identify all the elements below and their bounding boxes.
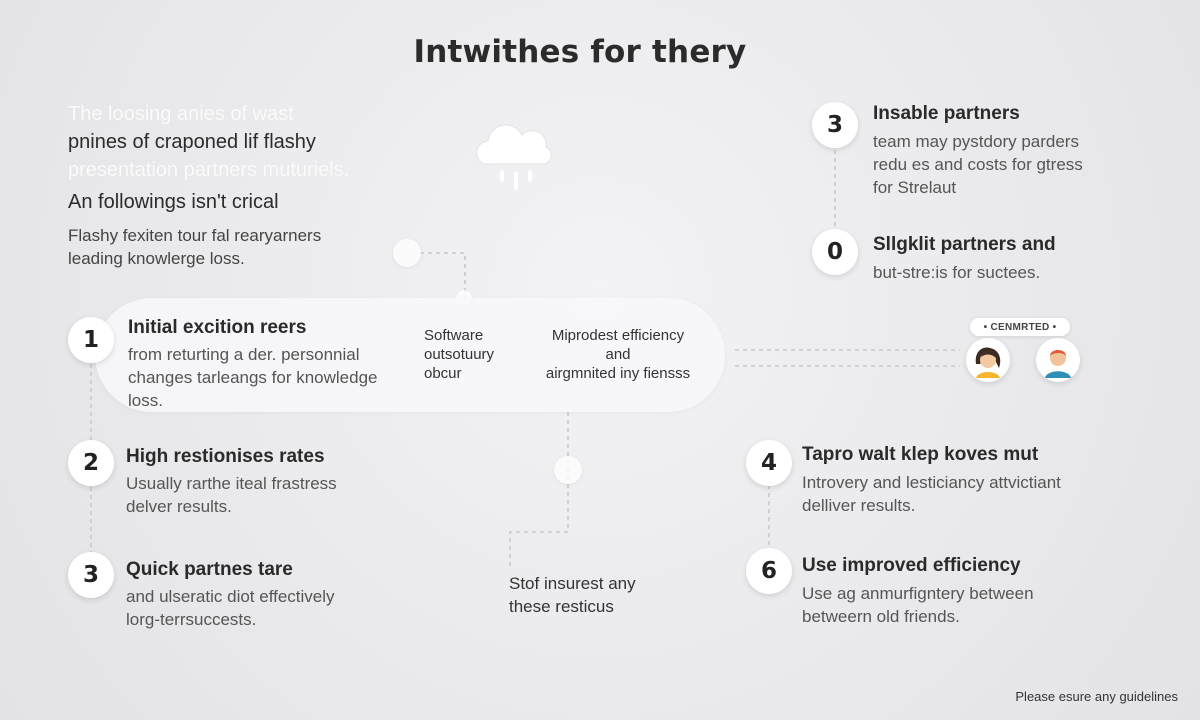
intro-subtext: Flashy fexiten tour fal rearyarners lead… xyxy=(68,224,408,270)
step-3: Quick partnes tare and ulseratic diot ef… xyxy=(126,559,335,631)
efficiency-line: airgmnited iny fiensss xyxy=(545,365,691,382)
woman-avatar-icon xyxy=(966,338,1010,382)
step-2: High restionises rates Usually rarthe it… xyxy=(126,446,337,518)
step-body-line: Usually rarthe iteal frastress xyxy=(126,474,337,493)
page-title: Intwithes for thery xyxy=(413,34,747,70)
software-label: Software outsotuury obcur xyxy=(424,326,494,383)
right-step-tapro: Tapro walt klep koves mut Introvery and … xyxy=(802,444,1061,517)
footer-note: Please esure any guidelines xyxy=(1015,689,1178,704)
step-body-line: loss. xyxy=(128,391,163,410)
step-number-badge: 4 xyxy=(746,440,792,486)
intro-line: pnines of craponed lif flashy xyxy=(68,131,316,153)
intro-sub-line: Flashy fexiten tour fal rearyarners xyxy=(68,226,322,245)
step-title: Quick partnes tare xyxy=(126,559,293,580)
step-number-badge: 3 xyxy=(68,552,114,598)
step-body-line: redu es and costs for gtress xyxy=(873,155,1083,174)
step-title: High restionises rates xyxy=(126,446,325,467)
step-body-line: Use ag anmurfigntery between xyxy=(802,584,1034,603)
step-body-line: changes tarleangs for knowledge xyxy=(128,368,378,387)
intro-text: The loosing anies of wast pnines of crap… xyxy=(68,100,428,216)
efficiency-line: and xyxy=(605,346,631,363)
step-body-line: betweern old friends. xyxy=(802,607,960,626)
efficiency-line: Miprodest efficiency xyxy=(551,327,685,344)
step-body-line: team may pystdory parders xyxy=(873,132,1079,151)
intro-line: The loosing anies of wast xyxy=(68,103,294,125)
step-1: Initial excition reers from returting a … xyxy=(128,317,378,412)
intro-sub-line: leading knowlerge loss. xyxy=(68,249,245,268)
step-title: Insable partners xyxy=(873,103,1020,124)
software-line: Software xyxy=(424,327,484,344)
connector-dot xyxy=(393,239,421,267)
highlight-band xyxy=(95,298,725,412)
step-title: Use improved efficiency xyxy=(802,555,1021,576)
lower-note-line: Stof insurest any xyxy=(509,574,636,593)
step-title: Initial excition reers xyxy=(128,317,307,338)
cloud-rain-icon xyxy=(476,124,552,190)
man-avatar-icon xyxy=(1036,338,1080,382)
step-body-line: from returting a der. personnial xyxy=(128,345,360,364)
software-line: outsotuury xyxy=(424,346,495,363)
step-number-badge: 0 xyxy=(812,229,858,275)
intro-line: presentation partners muturiels. xyxy=(68,159,350,181)
step-body-line: delver results. xyxy=(126,497,232,516)
step-body-line: Introvery and lesticiancy attvictiant xyxy=(802,473,1061,492)
step-body-line: for Strelaut xyxy=(873,178,957,197)
right-step-improved: Use improved efficiency Use ag anmurfign… xyxy=(802,555,1034,628)
step-body-line: delliver results. xyxy=(802,496,916,515)
step-number-badge: 1 xyxy=(68,317,114,363)
step-body-line: but-stre:is for suctees. xyxy=(873,263,1041,282)
status-badge: • CENMRTED • xyxy=(970,318,1070,336)
intro-line: An followings isn't crical xyxy=(68,191,279,213)
step-number-badge: 6 xyxy=(746,548,792,594)
right-step-sllgklit: Sllgklit partners and but-stre:is for su… xyxy=(873,234,1056,284)
lower-note-line: these resticus xyxy=(509,597,614,616)
software-line: obcur xyxy=(424,365,462,382)
lower-note: Stof insurest any these resticus xyxy=(509,572,636,618)
step-body-line: and ulseratic diot effectively xyxy=(126,587,335,606)
efficiency-label: Miprodest efficiency and airgmnited iny … xyxy=(528,326,708,383)
step-title: Sllgklit partners and xyxy=(873,234,1056,255)
step-body-line: lorg-terrsuccests. xyxy=(126,610,257,629)
step-number-badge: 2 xyxy=(68,440,114,486)
right-step-insable: Insable partners team may pystdory parde… xyxy=(873,103,1083,199)
step-number-badge: 3 xyxy=(812,102,858,148)
connector-dot xyxy=(554,456,582,484)
step-title: Tapro walt klep koves mut xyxy=(802,444,1039,465)
